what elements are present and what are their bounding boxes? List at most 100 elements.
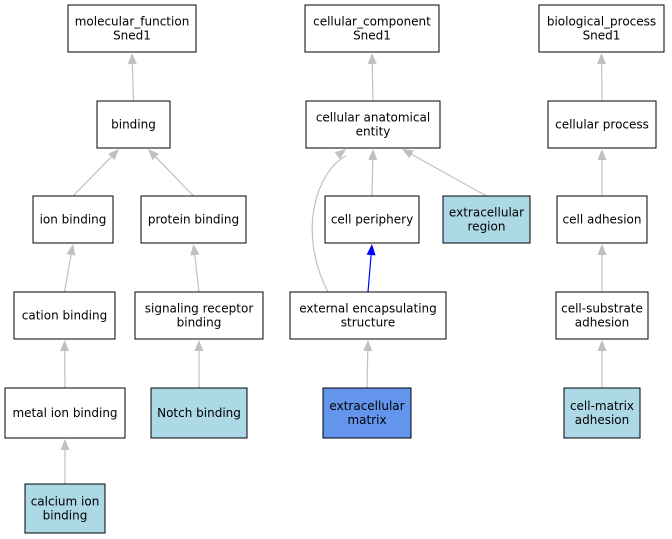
arrowhead-extracellular_region-to-cellular_anatomical_entity: [402, 149, 414, 159]
arrowhead-ion_binding-to-binding: [108, 149, 119, 161]
node-label-line: region: [468, 220, 506, 234]
arrowhead-cell_adhesion-to-cellular_process: [597, 149, 607, 160]
node-label-line: calcium ion: [31, 495, 100, 509]
node-label-line: cellular anatomical: [316, 111, 430, 125]
arrowhead-notch_binding-to-signaling_receptor_binding: [194, 340, 204, 351]
node-box: [304, 4, 440, 53]
edge-cation_binding-to-ion_binding: [63, 253, 72, 293]
arrowhead-metal_ion_binding-to-cation_binding: [60, 340, 70, 352]
arrowhead-external_encapsulating_structure-to-cellular_anatomical_entity: [334, 149, 346, 160]
edge-external_encapsulating_structure-to-cellular_anatomical_entity: [311, 155, 347, 293]
node-box: [322, 387, 412, 439]
node-box: [555, 291, 649, 340]
node-label-line: external encapsulating: [299, 302, 437, 316]
node-box: [442, 195, 531, 244]
edge-protein_binding-to-binding: [154, 155, 194, 197]
node-label-line: extracellular: [449, 206, 524, 220]
node-box: [556, 195, 648, 244]
node-label-line: binding: [43, 509, 88, 523]
arrowhead-cellular_anatomical_entity-to-cc_root: [367, 53, 377, 65]
edge-extracellular_region-to-cellular_anatomical_entity: [410, 153, 487, 197]
edge-ion_binding-to-binding: [72, 155, 113, 197]
edge-binding-to-mf_root: [131, 62, 135, 102]
edge-extracellular_matrix-to-external_encapsulating_structure: [366, 349, 369, 389]
node-box: [305, 100, 441, 149]
node-box: [324, 195, 420, 244]
node-box: [96, 100, 171, 149]
node-metal-ion-binding[interactable]: metal ion binding: [4, 387, 126, 439]
node-box: [24, 483, 106, 534]
node-box: [134, 291, 264, 340]
node-label-line: Sned1: [113, 29, 151, 43]
arrowhead-cell_matrix_adhesion-to-cell_substrate_adhesion: [597, 340, 607, 351]
node-label-line: adhesion: [575, 316, 630, 330]
arrowhead-cation_binding-to-ion_binding: [66, 244, 76, 256]
node-box: [150, 387, 248, 439]
node-box: [289, 291, 447, 340]
node-label-line: binding: [111, 118, 156, 132]
node-label-line: cation binding: [22, 309, 107, 323]
node-box: [4, 387, 126, 439]
node-label-line: signaling receptor: [145, 302, 254, 316]
node-label-line: extracellular: [329, 399, 404, 413]
node-label-line: cellular process: [555, 118, 649, 132]
arrowhead-binding-to-mf_root: [127, 53, 137, 65]
arrowhead-protein_binding-to-binding: [148, 149, 159, 161]
arrowhead-extracellular_matrix-to-external_encapsulating_structure: [363, 340, 373, 352]
node-label-line: cell periphery: [331, 213, 413, 227]
arrowhead-external_encapsulating_structure-to-cell_periphery: [366, 244, 376, 256]
node-ion-binding[interactable]: ion binding: [32, 195, 114, 244]
arrowhead-cell_periphery-to-cellular_anatomical_entity: [368, 149, 378, 161]
node-label-line: structure: [341, 316, 395, 330]
node-cation-binding[interactable]: cation binding: [13, 291, 116, 340]
node-label-line: Sned1: [583, 29, 621, 43]
node-box: [67, 4, 197, 53]
node-protein-binding[interactable]: protein binding: [140, 195, 247, 244]
edge-cell_periphery-to-cellular_anatomical_entity: [371, 158, 374, 197]
edge-signaling_receptor_binding-to-protein_binding: [194, 253, 200, 293]
node-label-line: cell-matrix: [570, 399, 634, 413]
node-label-line: molecular_function: [75, 15, 190, 29]
arrowhead-calcium_ion_binding-to-metal_ion_binding: [60, 439, 70, 450]
node-cellular-process[interactable]: cellular process: [547, 100, 657, 149]
node-label-line: protein binding: [148, 213, 239, 227]
node-label-line: biological_process: [547, 15, 656, 29]
edge-external_encapsulating_structure-to-cell_periphery: [367, 253, 372, 293]
node-label-line: matrix: [347, 413, 386, 427]
arrowhead-cellular_process-to-bp_root: [597, 53, 607, 65]
node-binding[interactable]: binding: [96, 100, 171, 149]
node-box: [32, 195, 114, 244]
node-cell-adhesion[interactable]: cell adhesion: [556, 195, 648, 244]
node-cell-periphery[interactable]: cell periphery: [324, 195, 420, 244]
edge-cellular_anatomical_entity-to-cc_root: [371, 62, 374, 102]
node-label-line: entity: [356, 125, 391, 139]
node-box: [13, 291, 116, 340]
node-label-line: cell adhesion: [563, 213, 642, 227]
node-label-line: Sned1: [353, 29, 391, 43]
node-label-line: binding: [177, 316, 222, 330]
node-notch-binding[interactable]: Notch binding: [150, 387, 248, 439]
arrowhead-cell_substrate_adhesion-to-cell_adhesion: [597, 244, 607, 255]
node-label-line: Notch binding: [157, 406, 241, 420]
node-box: [538, 4, 665, 53]
arrowhead-signaling_receptor_binding-to-protein_binding: [190, 244, 200, 256]
node-label-line: ion binding: [40, 213, 107, 227]
node-label-line: adhesion: [575, 413, 630, 427]
node-label-line: metal ion binding: [12, 406, 117, 420]
node-box: [563, 387, 641, 439]
edges-layer: [60, 53, 607, 484]
node-box: [140, 195, 247, 244]
